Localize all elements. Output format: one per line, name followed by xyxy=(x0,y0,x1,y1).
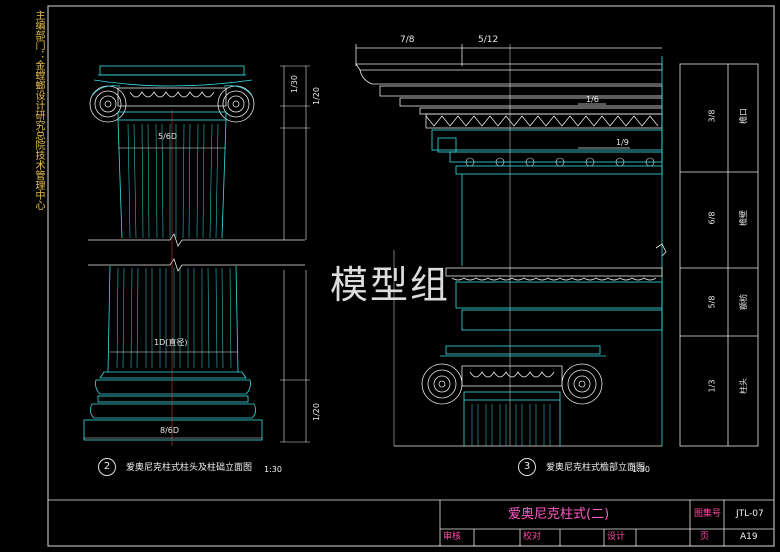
left-caption: 爱奥尼克柱式柱头及柱础立面图 xyxy=(126,463,253,473)
dim-top-right: 5/12 xyxy=(478,35,499,45)
design-label: 设计 xyxy=(607,532,626,542)
right-caption: 爱奥尼克柱式檐部立面图 xyxy=(546,463,646,473)
atlas-label: 图集号 xyxy=(694,509,722,519)
right-label-column xyxy=(679,63,759,447)
drawing-number-3: 3 xyxy=(518,458,536,476)
side-dim-2: 6/8 xyxy=(707,211,717,225)
left-scale: 1:30 xyxy=(264,465,282,474)
dim-bottom-label: 8/6D xyxy=(160,426,180,435)
side-name-1: 檐口 xyxy=(739,108,748,124)
dim-1-6: 1/6 xyxy=(586,95,599,104)
atlas-value: JTL-07 xyxy=(736,509,764,519)
side-dim-4: 1/3 xyxy=(707,379,717,393)
right-entablature-drawing xyxy=(355,44,667,447)
break-lines-left xyxy=(88,110,305,446)
side-dim-3: 5/8 xyxy=(707,295,717,309)
dim-mid-label: 1D(直径) xyxy=(154,338,188,347)
check-label: 校对 xyxy=(523,532,542,542)
watermark: 模型组 xyxy=(330,263,451,307)
page-value: A19 xyxy=(740,532,758,542)
page-label: 页 xyxy=(700,532,710,542)
dim-right-1: 1/30 xyxy=(289,75,299,93)
side-name-3: 额枋 xyxy=(739,294,748,310)
title-block-frame xyxy=(48,499,774,546)
sheet-border xyxy=(47,5,775,547)
side-name-2: 檐壁 xyxy=(739,210,748,226)
dim-1-9: 1/9 xyxy=(616,138,629,147)
dim-top-label: 5/6D xyxy=(158,132,178,141)
left-column-drawing xyxy=(83,65,263,441)
review-label: 审核 xyxy=(443,532,462,542)
side-dim-1: 3/8 xyxy=(707,109,717,123)
dim-top-left: 7/8 xyxy=(400,35,415,45)
side-name-4: 柱头 xyxy=(739,378,748,394)
dim-right-3: 1/20 xyxy=(311,403,321,421)
right-scale: 1:30 xyxy=(632,465,650,474)
drawing-title: 爱奥尼克柱式(二) xyxy=(508,507,610,522)
drawing-number-2: 2 xyxy=(98,458,116,476)
left-dimensions xyxy=(84,65,310,443)
dim-right-2: 1/20 xyxy=(311,87,321,105)
side-note: 主编部门：金螳螂设计研究总院技术管理中心 xyxy=(33,10,44,210)
